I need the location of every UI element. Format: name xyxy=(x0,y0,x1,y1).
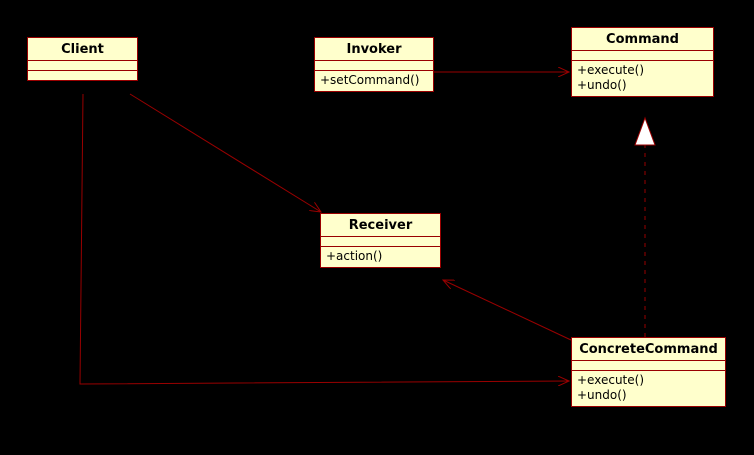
class-command-operations: +execute() +undo() xyxy=(572,60,713,96)
class-client-attributes xyxy=(28,60,137,70)
class-receiver[interactable]: Receiver +action() xyxy=(320,213,441,268)
class-invoker-operations: +setCommand() xyxy=(315,70,433,91)
class-client-operations xyxy=(28,70,137,80)
class-concrete-command-attributes xyxy=(572,360,725,370)
edge-client-receiver xyxy=(129,93,321,212)
operation: +execute() xyxy=(577,373,644,387)
class-client-name: Client xyxy=(61,42,104,57)
class-command-attributes xyxy=(572,50,713,60)
class-receiver-attributes xyxy=(321,236,440,246)
class-command[interactable]: Command +execute() +undo() xyxy=(571,27,714,97)
class-invoker-attributes xyxy=(315,60,433,70)
realization-triangle xyxy=(634,116,656,146)
operation: +action() xyxy=(326,249,383,263)
edge-concretecommand-receiver xyxy=(443,280,572,341)
class-client[interactable]: Client xyxy=(27,37,138,81)
operation: +execute() xyxy=(577,63,644,77)
class-concrete-command-name: ConcreteCommand xyxy=(579,342,718,357)
class-invoker-name: Invoker xyxy=(346,42,402,57)
class-receiver-name: Receiver xyxy=(348,218,413,233)
class-concrete-command-operations: +execute() +undo() xyxy=(572,370,725,406)
class-concrete-command[interactable]: ConcreteCommand +execute() +undo() xyxy=(571,337,726,407)
class-invoker[interactable]: Invoker +setCommand() xyxy=(314,37,434,92)
operation: +undo() xyxy=(577,388,627,402)
class-receiver-operations: +action() xyxy=(321,246,440,267)
operation: +undo() xyxy=(577,78,627,92)
edge-client-concretecommand xyxy=(79,93,569,384)
operation: +setCommand() xyxy=(320,73,420,87)
class-command-name: Command xyxy=(606,32,679,47)
